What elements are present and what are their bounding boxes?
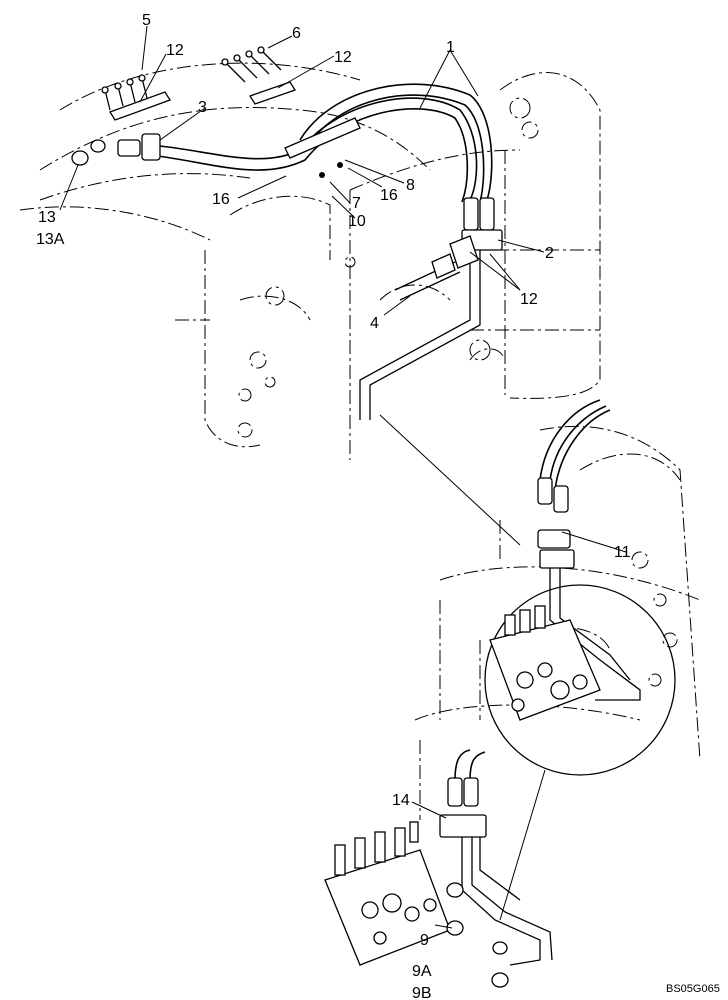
callout-7: 7 bbox=[352, 195, 361, 212]
detail-leader bbox=[499, 769, 546, 921]
callout-13A: 13A bbox=[36, 231, 65, 248]
callout-labels: 1 2 3 4 5 6 7 8 9 9A 9B 10 11 12 12 12 1… bbox=[36, 12, 631, 1000]
detail-circle bbox=[484, 584, 676, 776]
callout-1: 1 bbox=[446, 39, 455, 56]
callout-2: 2 bbox=[545, 245, 554, 262]
callout-9: 9 bbox=[420, 932, 429, 949]
callout-12-upper-left: 12 bbox=[166, 42, 184, 59]
view-connector-line bbox=[379, 414, 521, 546]
callout-8: 8 bbox=[406, 177, 415, 194]
drawing-code: BS05G065 bbox=[666, 983, 720, 995]
callout-12-upper-right: 12 bbox=[334, 49, 352, 66]
fasteners-mid bbox=[394, 235, 479, 301]
callout-11: 11 bbox=[614, 544, 631, 561]
callout-13: 13 bbox=[38, 209, 56, 226]
middle-detail bbox=[484, 399, 676, 776]
callout-12-middle: 12 bbox=[520, 291, 538, 308]
fittings-upper-left bbox=[71, 46, 361, 178]
callout-16-left: 16 bbox=[212, 191, 230, 208]
callout-4: 4 bbox=[370, 315, 379, 332]
callout-9B: 9B bbox=[412, 985, 432, 1000]
callout-leaders bbox=[59, 25, 627, 929]
bottom-detail bbox=[324, 749, 553, 988]
callout-14: 14 bbox=[392, 792, 410, 809]
callout-16-right: 16 bbox=[380, 187, 398, 204]
callout-10: 10 bbox=[348, 213, 366, 230]
callout-6: 6 bbox=[292, 25, 301, 42]
callout-5: 5 bbox=[142, 12, 151, 29]
phantom-frame bbox=[19, 62, 701, 820]
callout-3: 3 bbox=[198, 99, 207, 116]
callout-9A: 9A bbox=[412, 963, 432, 980]
